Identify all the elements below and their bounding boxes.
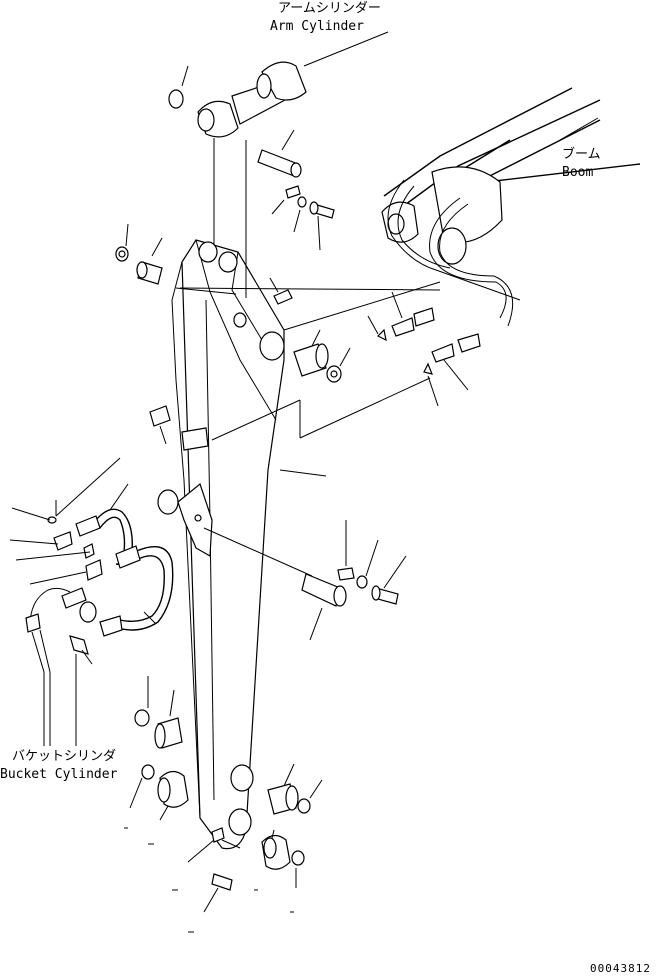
bolt-middle (371, 555, 407, 605)
dash-marks (124, 827, 294, 933)
bushing-lower-right (267, 763, 299, 815)
arm-pivot-upper (198, 241, 285, 361)
grease-fitting-upper (269, 277, 293, 305)
bucket-hose-lower (99, 545, 174, 637)
nipple-boom-lower (431, 333, 481, 391)
washer-middle (356, 539, 379, 589)
bushing-left-upper (136, 237, 163, 285)
bolt-upper (309, 201, 335, 251)
seal-right-upper (326, 347, 351, 383)
lock-plate (271, 185, 301, 215)
nipple-boom (391, 291, 435, 337)
washer-upper (293, 196, 307, 233)
seal-bottom-left (129, 764, 155, 809)
bushing-lower-left (154, 689, 183, 749)
lock-plate-middle (337, 520, 355, 581)
seal-lower-right (297, 779, 323, 814)
bucket-cylinder-label-en: Bucket Cylinder (0, 767, 118, 782)
bucket-cylinder-label-jp: バケットシリンダ (12, 749, 116, 764)
bushing-bottom-left (157, 770, 189, 821)
leader-lines (179, 140, 441, 577)
hose-fittings-left (9, 457, 121, 623)
arm-cylinder-label-jp: アームシリンダー (278, 1, 381, 16)
seal-bottom-right (291, 850, 305, 888)
bushing-bottom-right (261, 829, 291, 870)
arm-cylinder-label-en: Arm Cylinder (270, 19, 364, 34)
bushing-right-upper (293, 329, 329, 377)
pin-middle (301, 573, 347, 641)
pin-upper (257, 129, 302, 178)
arm-body (171, 239, 285, 850)
boom-label-en: Boom (562, 165, 593, 180)
clamp-block (149, 405, 209, 451)
boom-label-jp: ブーム (562, 146, 601, 162)
grease-fitting-bottom (187, 827, 241, 863)
arm-pivot-lower (157, 489, 254, 836)
plug-boom-lower (423, 362, 439, 407)
boom (381, 87, 641, 327)
bucket-link-bracket (177, 482, 213, 558)
drawing-number: 00043812 (590, 962, 651, 975)
plug-boom (367, 315, 387, 342)
bucket-cylinder (25, 587, 93, 746)
arm-cylinder (197, 31, 389, 246)
seal-left-upper (115, 223, 129, 262)
grease-nipple-bottom (203, 873, 233, 913)
o-ring-top (168, 65, 189, 109)
seal-lower-left (134, 676, 150, 727)
